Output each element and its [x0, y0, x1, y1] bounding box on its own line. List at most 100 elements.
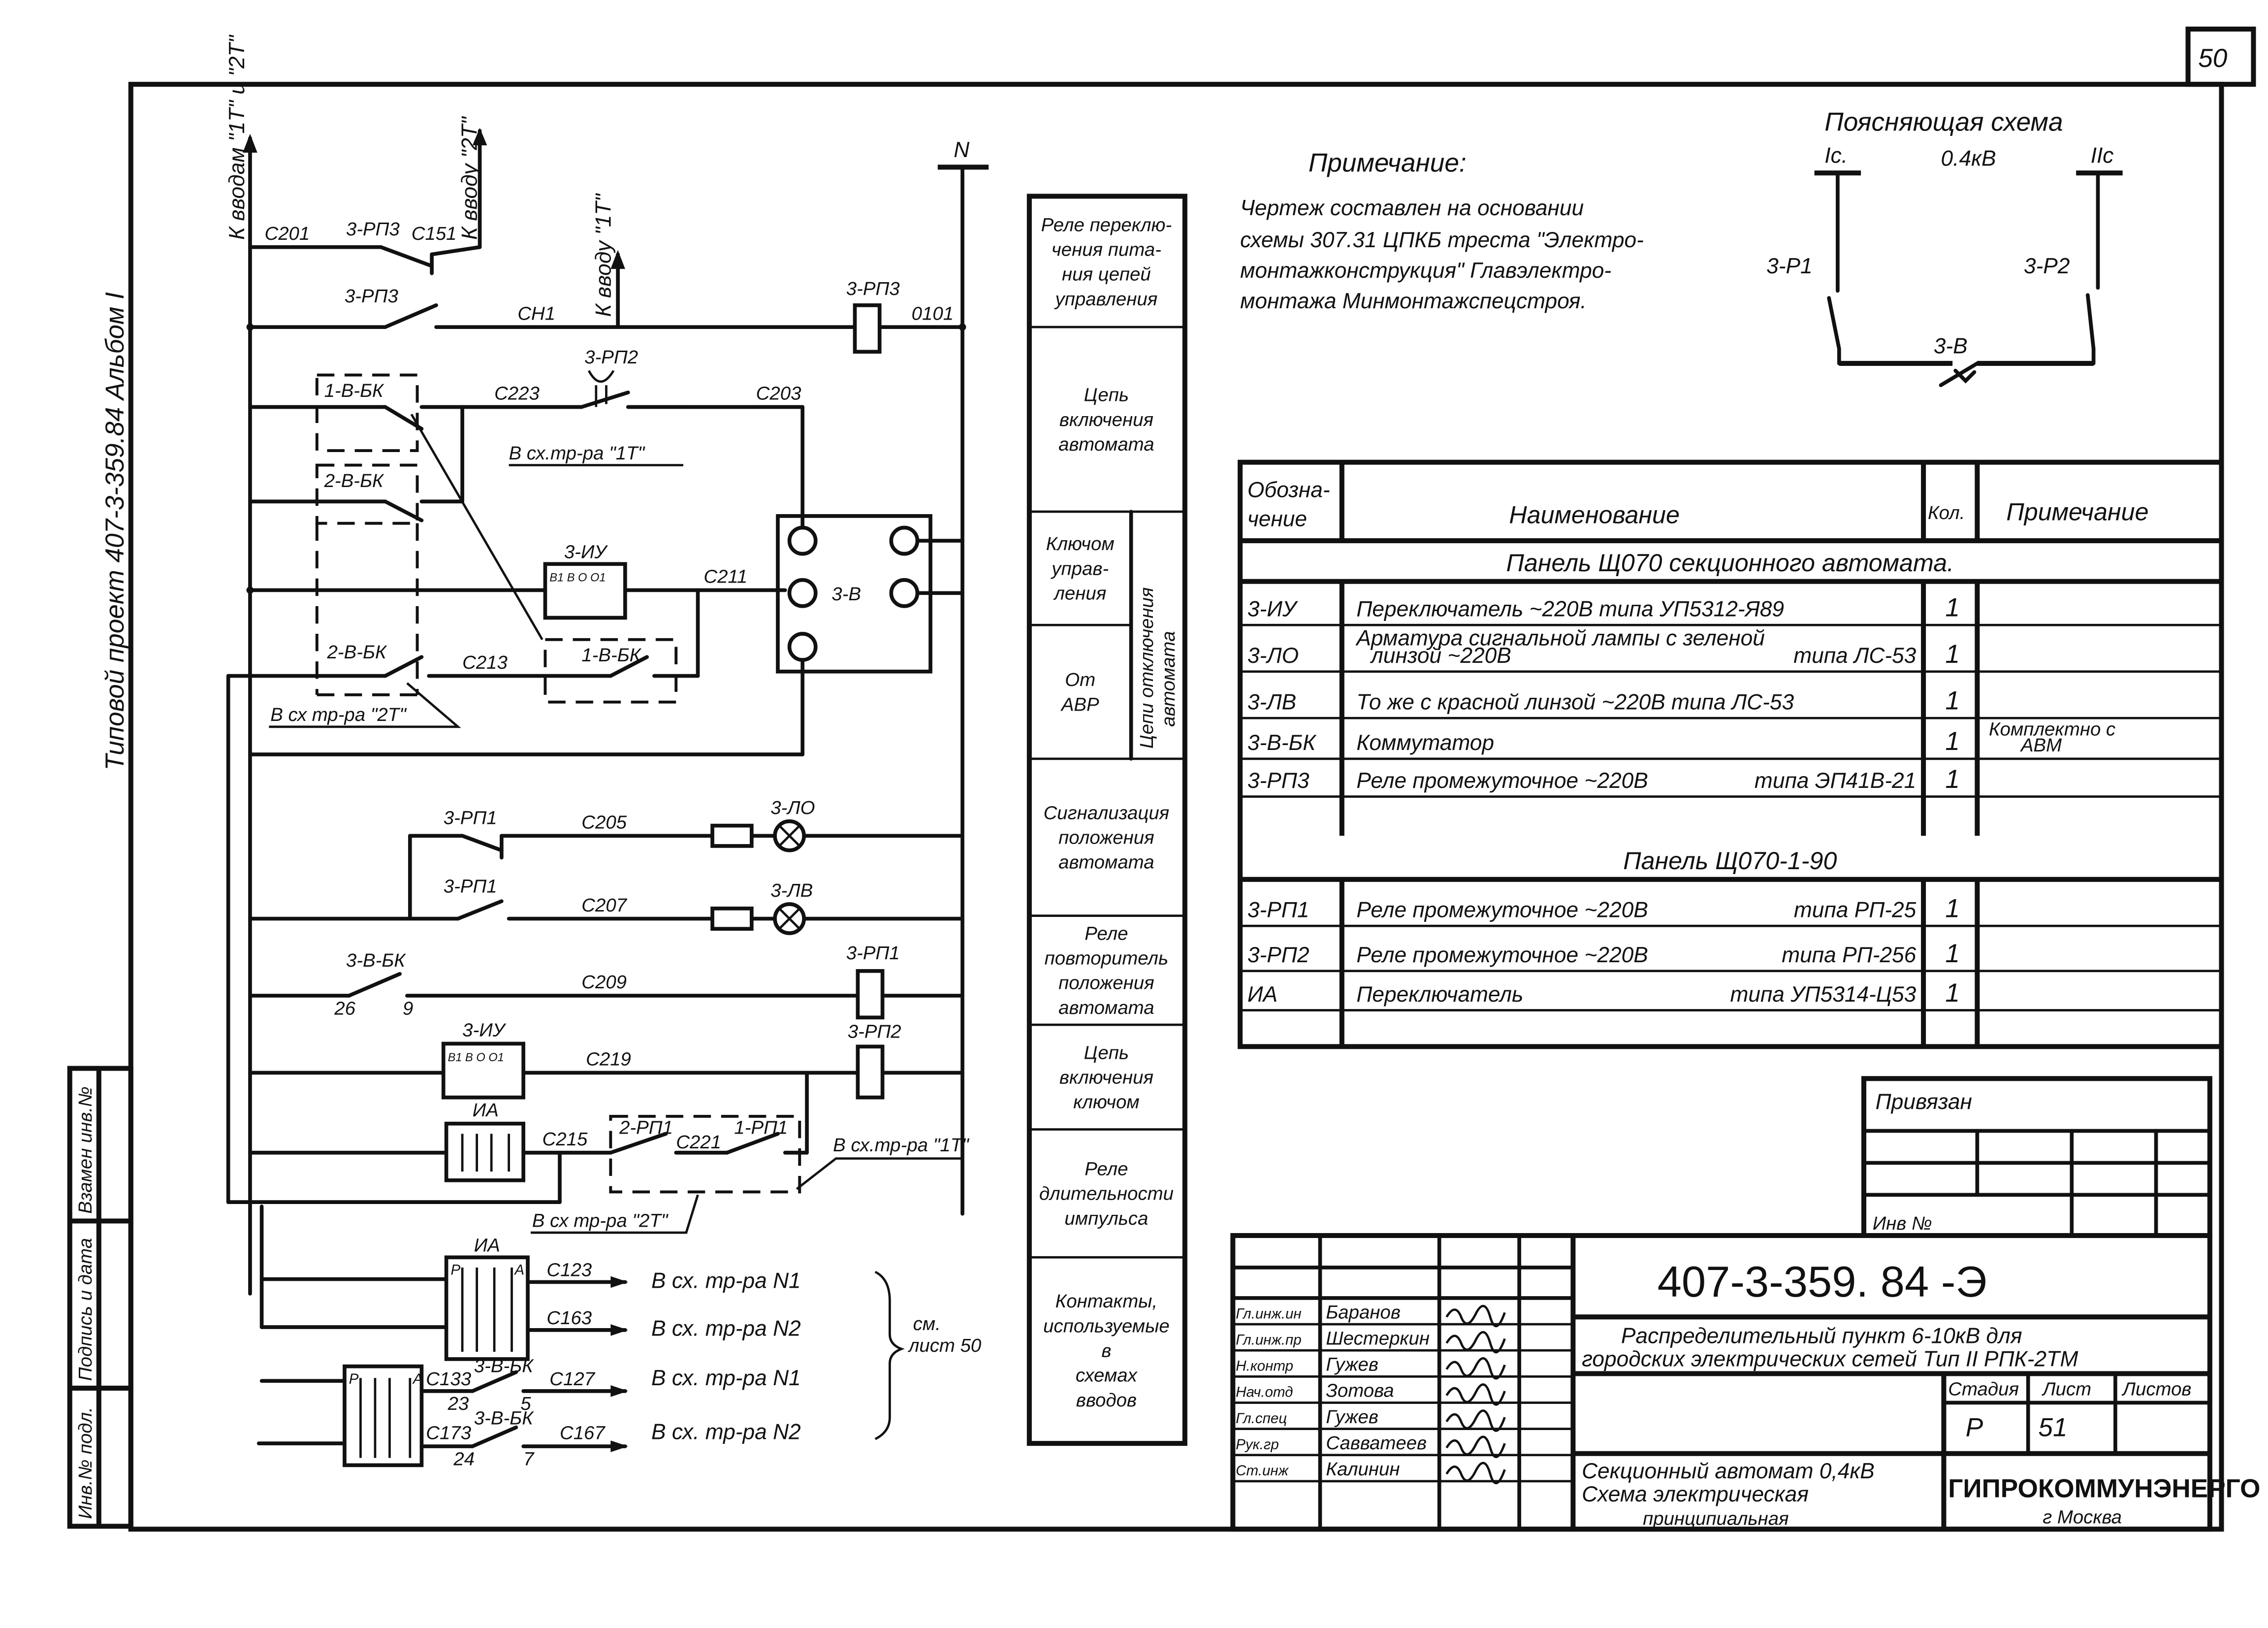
wire-label: С209: [581, 972, 627, 993]
switch-iu-box: [441, 1042, 525, 1100]
wire-label: СН1: [517, 303, 555, 324]
designation: 3-В-БК: [1247, 731, 1317, 755]
terminal-label: 23: [447, 1393, 469, 1414]
item-qty: 1: [1945, 894, 1960, 923]
staff-name: Гужев: [1326, 1354, 1378, 1375]
designation: 3-РП1: [1247, 898, 1310, 922]
function-label: ключом: [1073, 1092, 1139, 1113]
staff-role: Гл.инж.ин: [1236, 1305, 1301, 1322]
contact-label: 3-РП1: [444, 808, 497, 829]
organization: ГИПРОКОММУНЭНЕРГО: [1948, 1474, 2260, 1503]
item-type: типа ЛС-53: [1793, 644, 1917, 668]
binding-title: Привязан: [1876, 1090, 1972, 1114]
item-name: Реле промежуточное ~220В: [1356, 769, 1648, 793]
staff-name: Шестеркин: [1326, 1328, 1430, 1349]
to-transformer-1t-label: В сх.тр-ра "1Т": [509, 443, 646, 464]
margin-stamp: Взамен инв.№ Подпись и дата Инв.№ подл.: [67, 1066, 133, 1529]
lamp-lv-icon: [773, 902, 806, 935]
designation: 3-РП3: [1247, 769, 1310, 793]
signature-icon: [1445, 1462, 1506, 1485]
contact-label: 1-В-БК: [324, 380, 385, 401]
staff-role: Гл.инж.пр: [1236, 1332, 1301, 1348]
function-label: автомата: [1058, 434, 1154, 455]
item-qty: 1: [1945, 727, 1960, 756]
sheets-label: Листов: [2121, 1379, 2192, 1400]
project-title-line1: Распределительный пункт 6-10кВ для: [1621, 1324, 2022, 1348]
spec-row: 3-РП3 Реле промежуточное ~220В типа ЭП41В-…: [1247, 765, 1960, 794]
see-sheet-reference: лист 50: [908, 1335, 982, 1356]
side-label-line2: автомата: [1158, 631, 1179, 727]
item-type: типа РП-25: [1794, 898, 1917, 922]
to-transformer-1-label: В сх. тр-ра N1: [651, 1269, 801, 1293]
item-note-2: АВМ: [2020, 735, 2062, 756]
signature-icon: [1445, 1304, 1506, 1328]
function-label: Сигнализация: [1044, 802, 1170, 823]
staff-role: Гл.спец: [1236, 1410, 1287, 1427]
switch-small-box: [343, 1364, 424, 1467]
wire-label: С211: [703, 566, 747, 587]
function-label: включения: [1059, 1067, 1153, 1088]
spec-table: Обозна- чение Наименование Кол. Примечан…: [1238, 459, 2224, 1049]
wire-label: С127: [549, 1368, 595, 1390]
switch-label: ИА: [473, 1100, 499, 1121]
contact-label: 3-В-БК: [346, 950, 407, 971]
schematic: N К вводам "1Т" и "2Т" С201 3-РП3 С151 К…: [225, 34, 989, 1469]
terminal-label: 26: [334, 998, 355, 1019]
to-transformer-1t-label: В сх.тр-ра "1Т": [833, 1135, 970, 1156]
contact-label: 2-РП1: [619, 1117, 673, 1138]
header-note: Примечание: [2006, 498, 2148, 526]
function-label: автомата: [1058, 997, 1154, 1018]
item-name: Реле промежуточное ~220В: [1356, 898, 1648, 922]
designation: ИА: [1247, 982, 1278, 1007]
staff-name: Зотова: [1326, 1380, 1394, 1401]
item-type: типа ЭП41В-21: [1755, 769, 1916, 793]
to-input-1t-label: К вводу "1Т": [591, 193, 615, 317]
stamp-inv-original: Инв.№ подл.: [75, 1407, 96, 1519]
switch-ia-large-box: [444, 1255, 530, 1361]
wire-label: С173: [426, 1422, 471, 1443]
note-line: Чертеж составлен на основании: [1240, 196, 1584, 220]
coil-label: 3-РП2: [848, 1021, 901, 1042]
staff-role: Н.контр: [1236, 1358, 1293, 1374]
sheet-number-box: [2185, 27, 2256, 87]
function-label: АВР: [1060, 694, 1099, 715]
switch-2-label: 3-Р2: [2024, 254, 2070, 278]
breaker-label: 3-В: [1934, 334, 1968, 358]
voltage-label: 0.4кВ: [1941, 147, 1996, 171]
item-qty: 1: [1945, 978, 1960, 1008]
wire-label: С205: [581, 812, 627, 833]
relay-coil-rp3: [853, 303, 882, 354]
function-label: схемах: [1076, 1365, 1138, 1386]
switch-ia-box: [444, 1121, 525, 1182]
wire-label: С219: [586, 1049, 631, 1070]
sheet-number: 50: [2198, 44, 2228, 73]
staff-name: Гужев: [1326, 1406, 1378, 1428]
wire-label: 0101: [912, 303, 954, 324]
designation: 3-ЛО: [1247, 644, 1299, 668]
brace: [874, 1270, 905, 1440]
note-line: монтажконструкция" Главэлектро-: [1240, 259, 1611, 283]
signature-icon: [1445, 1331, 1506, 1354]
side-label-line1: Цепи отключения: [1136, 587, 1157, 749]
switch-label: 3-ИУ: [564, 541, 608, 562]
terminal-label: 5: [520, 1393, 531, 1414]
wire-label: С167: [560, 1422, 606, 1443]
staff-role: Рук.гр: [1236, 1436, 1279, 1453]
function-label: вводов: [1076, 1390, 1137, 1411]
function-label: ления: [1053, 583, 1106, 604]
to-inputs-label: К вводам "1Т" и "2Т": [225, 34, 249, 240]
item-type: типа РП-256: [1782, 943, 1916, 967]
function-label: управления: [1054, 289, 1158, 310]
bus-1-label: Iс.: [1824, 144, 1848, 168]
lamp-label: 3-ЛВ: [770, 880, 813, 901]
signature-icon: [1445, 1435, 1506, 1458]
switch-terminal-label: Р: [450, 1262, 460, 1278]
binding-inv-label: Инв №: [1873, 1213, 1932, 1234]
switch-contacts-label: В1 В О О1: [448, 1051, 504, 1064]
sheet-title-line2: Схема электрическая: [1582, 1482, 1809, 1506]
item-name-2: линзой ~220В: [1370, 644, 1511, 668]
switch-terminal-label: А: [513, 1262, 524, 1278]
